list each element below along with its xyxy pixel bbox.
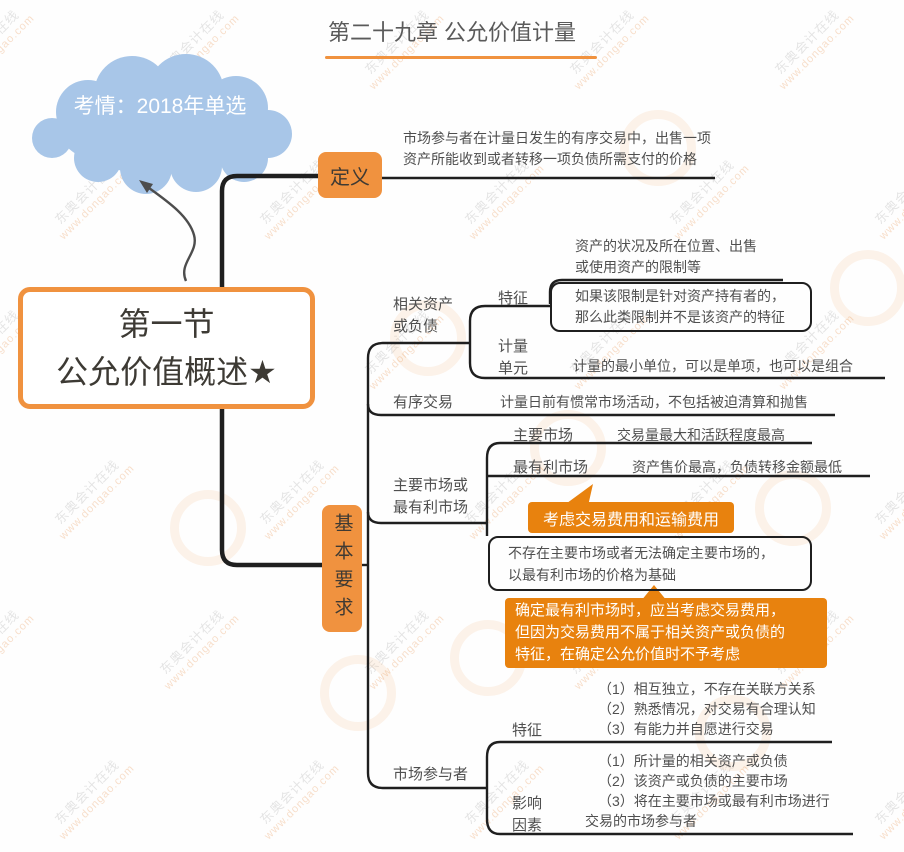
cloud-arrow [139,180,196,282]
note-line3: 特征，在确定公允价值时不予考虑 [515,646,741,663]
participants-feature-label: 特征 [512,722,543,739]
related-feature-leaf2-box [550,282,812,332]
no-principal-line1: 不存在主要市场或者无法确定主要市场的， [508,545,774,561]
market-label-line2: 最有利市场 [393,499,469,516]
participants-factors-item2: （2）该资产或负债的主要市场 [598,773,788,789]
feature-leaf1-line2: 或使用资产的限制等 [575,259,701,275]
participants-feature-item3: （3）有能力并自愿进行交易 [598,721,774,737]
factors-label-line1: 影响 [512,795,543,812]
cloud-shape [32,54,292,194]
no-principal-line2: 以最有利市场的价格为基础 [508,567,676,583]
topic-basic-requirements-label: 基本要求 [331,512,353,625]
definition-line1: 市场参与者在计量日发生的有序交易中，出售一项 [403,130,711,146]
topic-market-participants: 市场参与者 [393,766,469,783]
participants-factors-item3-cont: 交易的市场参与者 [585,813,697,829]
participants-factors-label: 影响 因素 [512,793,542,837]
measurement-unit-leaf: 计量的最小单位，可以是单项，也可以是组合 [573,358,853,374]
no-principal-market-box [488,536,812,591]
note-callout: 确定最有利市场时，应当考虑交易费用， 但因为交易费用不属于相关资产或负债的 特征… [505,598,827,668]
note-line2: 但因为交易费用不属于相关资产或负债的 [515,624,786,641]
main-branch-lines [219,173,323,568]
topic-principal-market: 主要市场或 最有利市场 [393,475,468,519]
root-line2: 公允价值概述★ [56,354,277,390]
advantageous-market-leaf: 资产售价最高，负债转移金额最低 [632,459,842,475]
note-line1: 确定最有利市场时，应当考虑交易费用， [515,602,786,619]
related-feature-leaf1: 资产的状况及所在位置、出售 或使用资产的限制等 [575,236,757,278]
feature-leaf2-line1: 如果该限制是针对资产持有者的， [575,288,785,304]
participants-factors-item1: （1）所计量的相关资产或负债 [598,753,788,769]
orderly-transaction-leaf: 计量日前有惯常市场活动，不包括被迫清算和抛售 [500,394,808,410]
feature-leaf2-line2: 那么此类限制并不是该资产的特征 [575,309,785,325]
related-feature-leaf2: 如果该限制是针对资产持有者的， 那么此类限制并不是该资产的特征 [575,286,785,328]
participants-factors-item3: （3）将在主要市场或最有利市场进行 [598,793,830,809]
topic-measurement-unit: 计量 单元 [498,336,528,380]
title-underline [325,56,597,59]
unit-label-line2: 单元 [498,360,529,377]
advantageous-market-label: 最有利市场 [513,459,589,476]
related-label-line2: 或负债 [393,318,439,335]
root-topic: 第一节 公允价值概述★ [18,287,315,409]
principal-market-label: 主要市场 [513,427,574,444]
feature-leaf1-line1: 资产的状况及所在位置、出售 [575,238,757,254]
topic-definition: 定义 [318,152,382,198]
unit-label-line1: 计量 [498,338,529,355]
exam-note-cloud: 考情：2018年单选 [73,95,247,118]
participants-feature-item1: （1）相互独立，不存在关联方关系 [598,681,816,697]
definition-text: 市场参与者在计量日发生的有序交易中，出售一项 资产所能收到或者转移一项负债所需支… [403,128,711,170]
related-label-line1: 相关资产 [393,296,454,313]
factors-label-line2: 因素 [512,817,543,834]
topic-related-asset: 相关资产 或负债 [393,294,453,338]
participants-factors-list: （1）所计量的相关资产或负债 （2）该资产或负债的主要市场 （3）将在主要市场或… [598,751,830,811]
principal-market-leaf: 交易量最大和活跃程度最高 [617,427,785,443]
topic-basic-requirements: 基本要求 [322,505,362,632]
topic-related-feature: 特征 [498,290,529,307]
fees-callout: 考虑交易费用和运输费用 [528,502,734,533]
definition-line2: 资产所能收到或者转移一项负债所需支付的价格 [403,151,697,167]
topic-definition-label: 定义 [330,166,370,189]
no-principal-market-text: 不存在主要市场或者无法确定主要市场的， 以最有利市场的价格为基础 [508,542,774,586]
sub-branch-lines [359,176,885,836]
participants-feature-list: （1）相互独立，不存在关联方关系 （2）熟悉情况，对交易有合理认知 （3）有能力… [598,679,816,739]
root-line1: 第一节 [118,306,215,342]
topic-orderly-transaction: 有序交易 [393,394,454,411]
participants-feature-item2: （2）熟悉情况，对交易有合理认知 [598,701,816,717]
page-title: 第二十九章 公允价值计量 [327,20,577,45]
callout-pointers [563,484,667,601]
market-label-line1: 主要市场或 [393,477,469,494]
